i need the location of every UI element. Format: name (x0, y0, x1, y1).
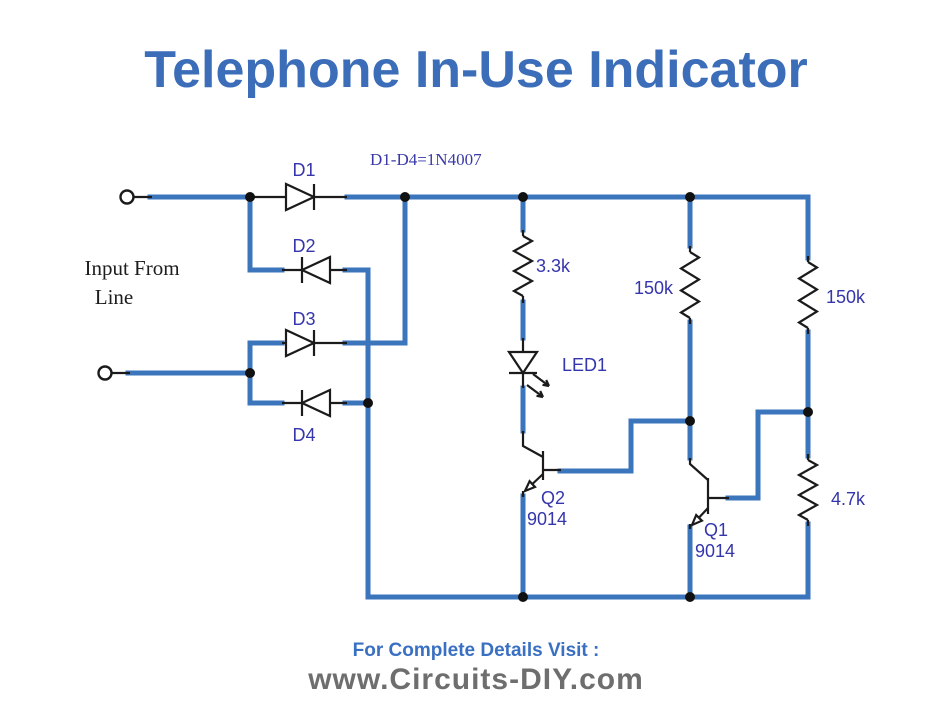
junction-dot (245, 368, 255, 378)
q2-ref-label: Q2 (541, 488, 565, 508)
junction-dot (803, 407, 813, 417)
led1-symbol (506, 338, 550, 399)
wire-nodeA-to-d2 (247, 196, 285, 273)
wires (125, 194, 811, 600)
q1-part-label: 9014 (695, 541, 735, 561)
junction-dot (685, 592, 695, 602)
q2-emitter-arrow (522, 479, 537, 494)
diode-d2 (282, 255, 347, 285)
junction-dot (685, 416, 695, 426)
junction-dots (245, 192, 813, 602)
input-terminals (97, 189, 152, 381)
d3-label: D3 (292, 309, 315, 329)
d4-label: D4 (292, 425, 315, 445)
junction-dot (518, 192, 528, 202)
d2-label: D2 (292, 236, 315, 256)
wire-q1-base (725, 409, 808, 501)
junction-dot (518, 592, 528, 602)
input-label-line1: Input From (84, 256, 179, 280)
q1-collector (688, 458, 709, 481)
d2-triangle (299, 255, 332, 285)
terminal-bottom (97, 365, 113, 381)
wire-neg-column-and-bottom-rail (342, 267, 811, 600)
transistor-q2 (521, 431, 561, 497)
led-triangle (506, 350, 540, 375)
d4-triangle (299, 388, 332, 418)
r1-value-label: 3.3k (536, 256, 571, 276)
q1-emitter-arrow (689, 513, 704, 528)
d1-triangle (284, 182, 317, 212)
resistor-150k-right (796, 256, 820, 334)
led-arrow-2 (526, 384, 544, 399)
d1-label: D1 (292, 160, 315, 180)
transistor-q1 (688, 458, 729, 529)
q2-part-label: 9014 (527, 509, 567, 529)
d3-triangle (284, 328, 317, 358)
junction-dot (363, 398, 373, 408)
wire-q2-base (557, 418, 691, 474)
resistor-150k-mid (678, 246, 702, 324)
diode-note: D1-D4=1N4007 (370, 150, 482, 169)
page-title: Telephone In-Use Indicator (144, 41, 808, 99)
r3-zigzag (796, 261, 820, 329)
led1-label: LED1 (562, 355, 607, 375)
r2-value-label: 150k (634, 278, 674, 298)
q1-ref-label: Q1 (704, 520, 728, 540)
led-arrow-1 (532, 373, 550, 388)
junction-dot (245, 192, 255, 202)
r4-value-label: 4.7k (831, 489, 866, 509)
q2-collector (521, 431, 544, 458)
r3-value-label: 150k (826, 287, 866, 307)
wire-d3-to-top-rail (342, 196, 408, 346)
led-emission-arrows (526, 373, 550, 399)
input-label-line2: Line (95, 285, 133, 309)
junction-dot (400, 192, 410, 202)
diode-d3 (282, 328, 347, 358)
footer-website-text: www.Circuits-DIY.com (308, 663, 644, 696)
labels: D1 D2 D3 D4 D1-D4=1N4007 3.3k LED1 150k … (84, 150, 866, 561)
junction-dot (685, 192, 695, 202)
resistor-3k3 (511, 230, 535, 303)
footer-visit-text: For Complete Details Visit : (352, 640, 600, 661)
r4-zigzag (796, 459, 820, 521)
r2-zigzag (678, 251, 702, 319)
r1-zigzag (511, 235, 535, 297)
diode-d4 (282, 388, 347, 418)
resistor-4k7 (796, 454, 820, 526)
diode-d1 (252, 182, 347, 212)
terminal-top (119, 189, 135, 205)
